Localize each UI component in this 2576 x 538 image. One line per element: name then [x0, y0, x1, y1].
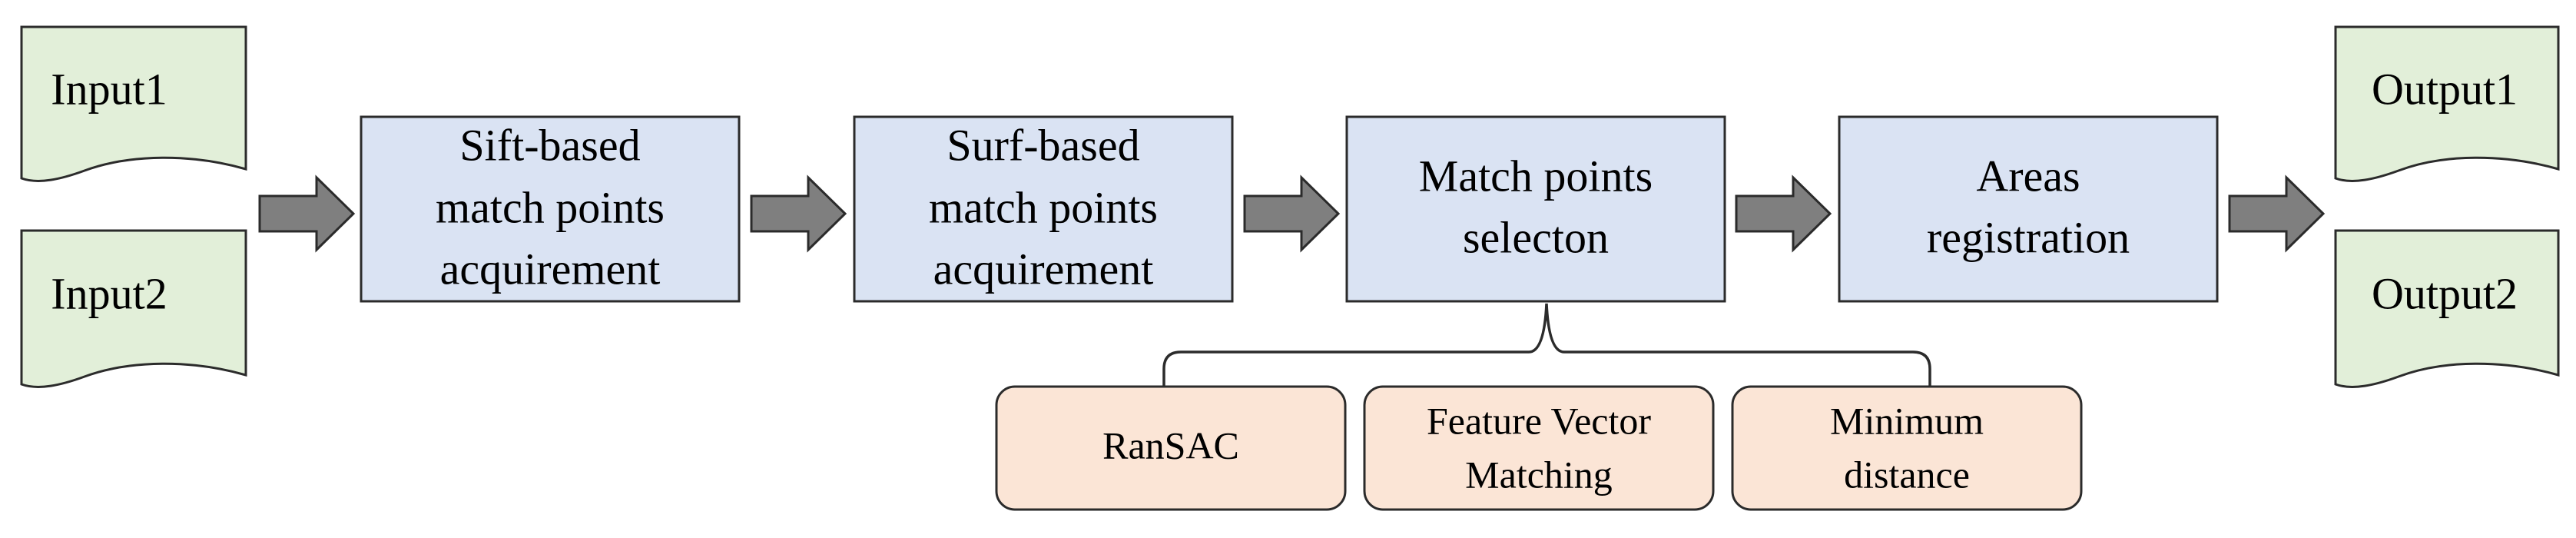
step-2-line-3: acquirement	[933, 244, 1154, 294]
method-feature-vector-matching: Feature Vector Matching	[1363, 385, 1715, 511]
input-document-2: Input2	[20, 229, 247, 388]
step-1-line-2: match points	[436, 182, 665, 232]
method-3-line-2: distance	[1844, 453, 1970, 496]
step-3-line-2: selecton	[1463, 212, 1609, 262]
step-areas-registration: Areas registration	[1838, 115, 2219, 303]
input-document-1: Input1	[20, 25, 247, 182]
output-2-label: Output2	[2372, 268, 2518, 318]
method-1-line-1: RanSAC	[1102, 423, 1239, 467]
output-document-2: Output2	[2334, 229, 2560, 388]
output-document-1: Output1	[2334, 25, 2560, 182]
arrow-selection-to-registration	[1735, 174, 1832, 253]
method-3-line-1: Minimum	[1830, 399, 1984, 442]
step-4-line-2: registration	[1927, 212, 2130, 262]
step-1-line-1: Sift-based	[459, 120, 640, 170]
step-4-line-1: Areas	[1976, 151, 2080, 201]
step-sift-based: Sift-based match points acquirement	[360, 115, 741, 303]
input-1-label: Input1	[51, 64, 167, 114]
arrow-input-to-sift	[258, 174, 356, 253]
step-3-line-1: Match points	[1419, 151, 1653, 201]
method-2-line-1: Feature Vector	[1427, 399, 1651, 442]
step-2-line-2: match points	[929, 182, 1158, 232]
step-1-line-3: acquirement	[440, 244, 661, 294]
arrow-surf-to-selection	[1243, 174, 1341, 253]
arrow-sift-to-surf	[750, 174, 847, 253]
output-1-label: Output1	[2372, 64, 2518, 114]
step-2-line-1: Surf-based	[947, 120, 1139, 170]
step-surf-based: Surf-based match points acquirement	[853, 115, 1234, 303]
input-2-label: Input2	[51, 268, 167, 318]
method-ransac: RanSAC	[995, 385, 1347, 511]
arrow-registration-to-output	[2228, 174, 2326, 253]
step-match-points-selection: Match points selecton	[1345, 115, 1726, 303]
method-2-line-2: Matching	[1465, 453, 1613, 496]
selection-brace	[1162, 303, 1931, 388]
method-minimum-distance: Minimum distance	[1731, 385, 2083, 511]
